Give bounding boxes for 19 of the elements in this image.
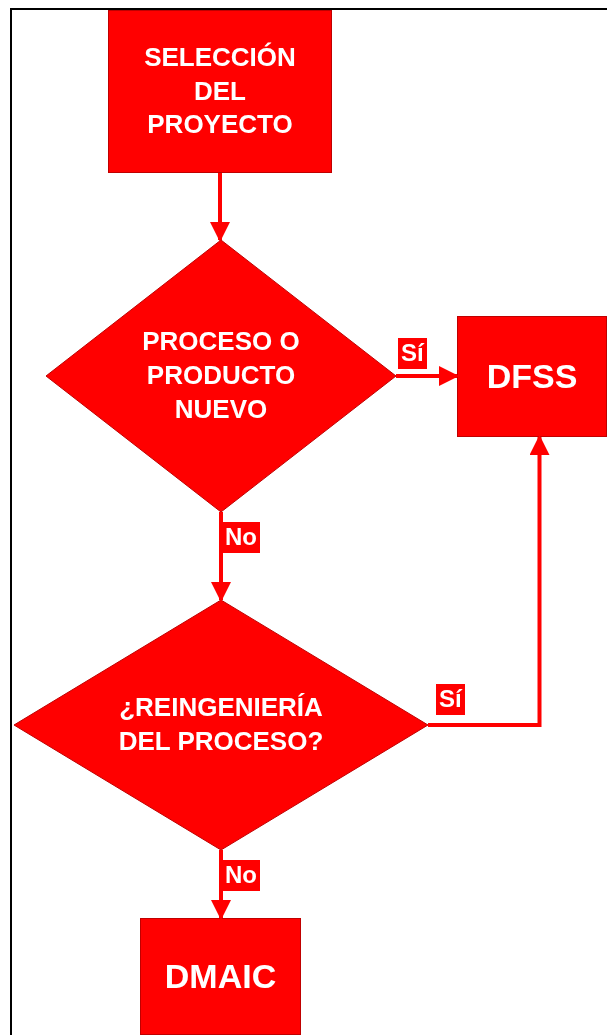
arrow	[210, 173, 230, 242]
node-text: PROCESO O PRODUCTO NUEVO	[141, 325, 301, 426]
edge-label: No	[222, 522, 260, 553]
node-text: SELECCIÓN DEL PROYECTO	[143, 40, 297, 142]
arrow	[396, 366, 459, 386]
node-text: ¿REINGENIERÍA DEL PROCESO?	[117, 691, 325, 758]
arrow	[428, 435, 550, 727]
process-box	[140, 918, 301, 1035]
node-text: DFSS	[485, 356, 579, 398]
decision-diamond	[46, 240, 396, 512]
decision-diamond	[14, 600, 428, 850]
process-box	[457, 316, 607, 437]
edge-label: Sí	[436, 684, 465, 715]
edge-label: Sí	[398, 338, 427, 369]
edge-label: No	[222, 860, 260, 891]
arrow	[211, 512, 231, 602]
arrow	[211, 850, 231, 920]
process-box	[108, 10, 332, 173]
node-text: DMAIC	[163, 956, 278, 998]
